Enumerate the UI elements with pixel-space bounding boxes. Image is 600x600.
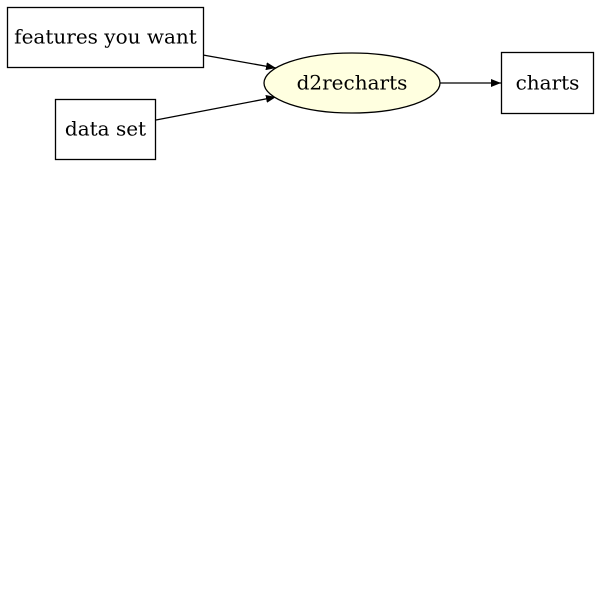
edge-features-to-d2recharts xyxy=(202,54,277,71)
node-charts: charts xyxy=(500,51,595,115)
edge-dataset-to-d2recharts xyxy=(155,94,277,121)
node-features-you-want: features you want xyxy=(6,6,205,69)
node-data-set: data set xyxy=(54,98,157,161)
node-label-d2recharts: d2recharts xyxy=(297,71,408,95)
node-label-charts: charts xyxy=(516,71,580,95)
node-label-data-set: data set xyxy=(65,117,146,141)
node-d2recharts: d2recharts xyxy=(263,52,441,114)
node-label-features-you-want: features you want xyxy=(14,25,197,49)
